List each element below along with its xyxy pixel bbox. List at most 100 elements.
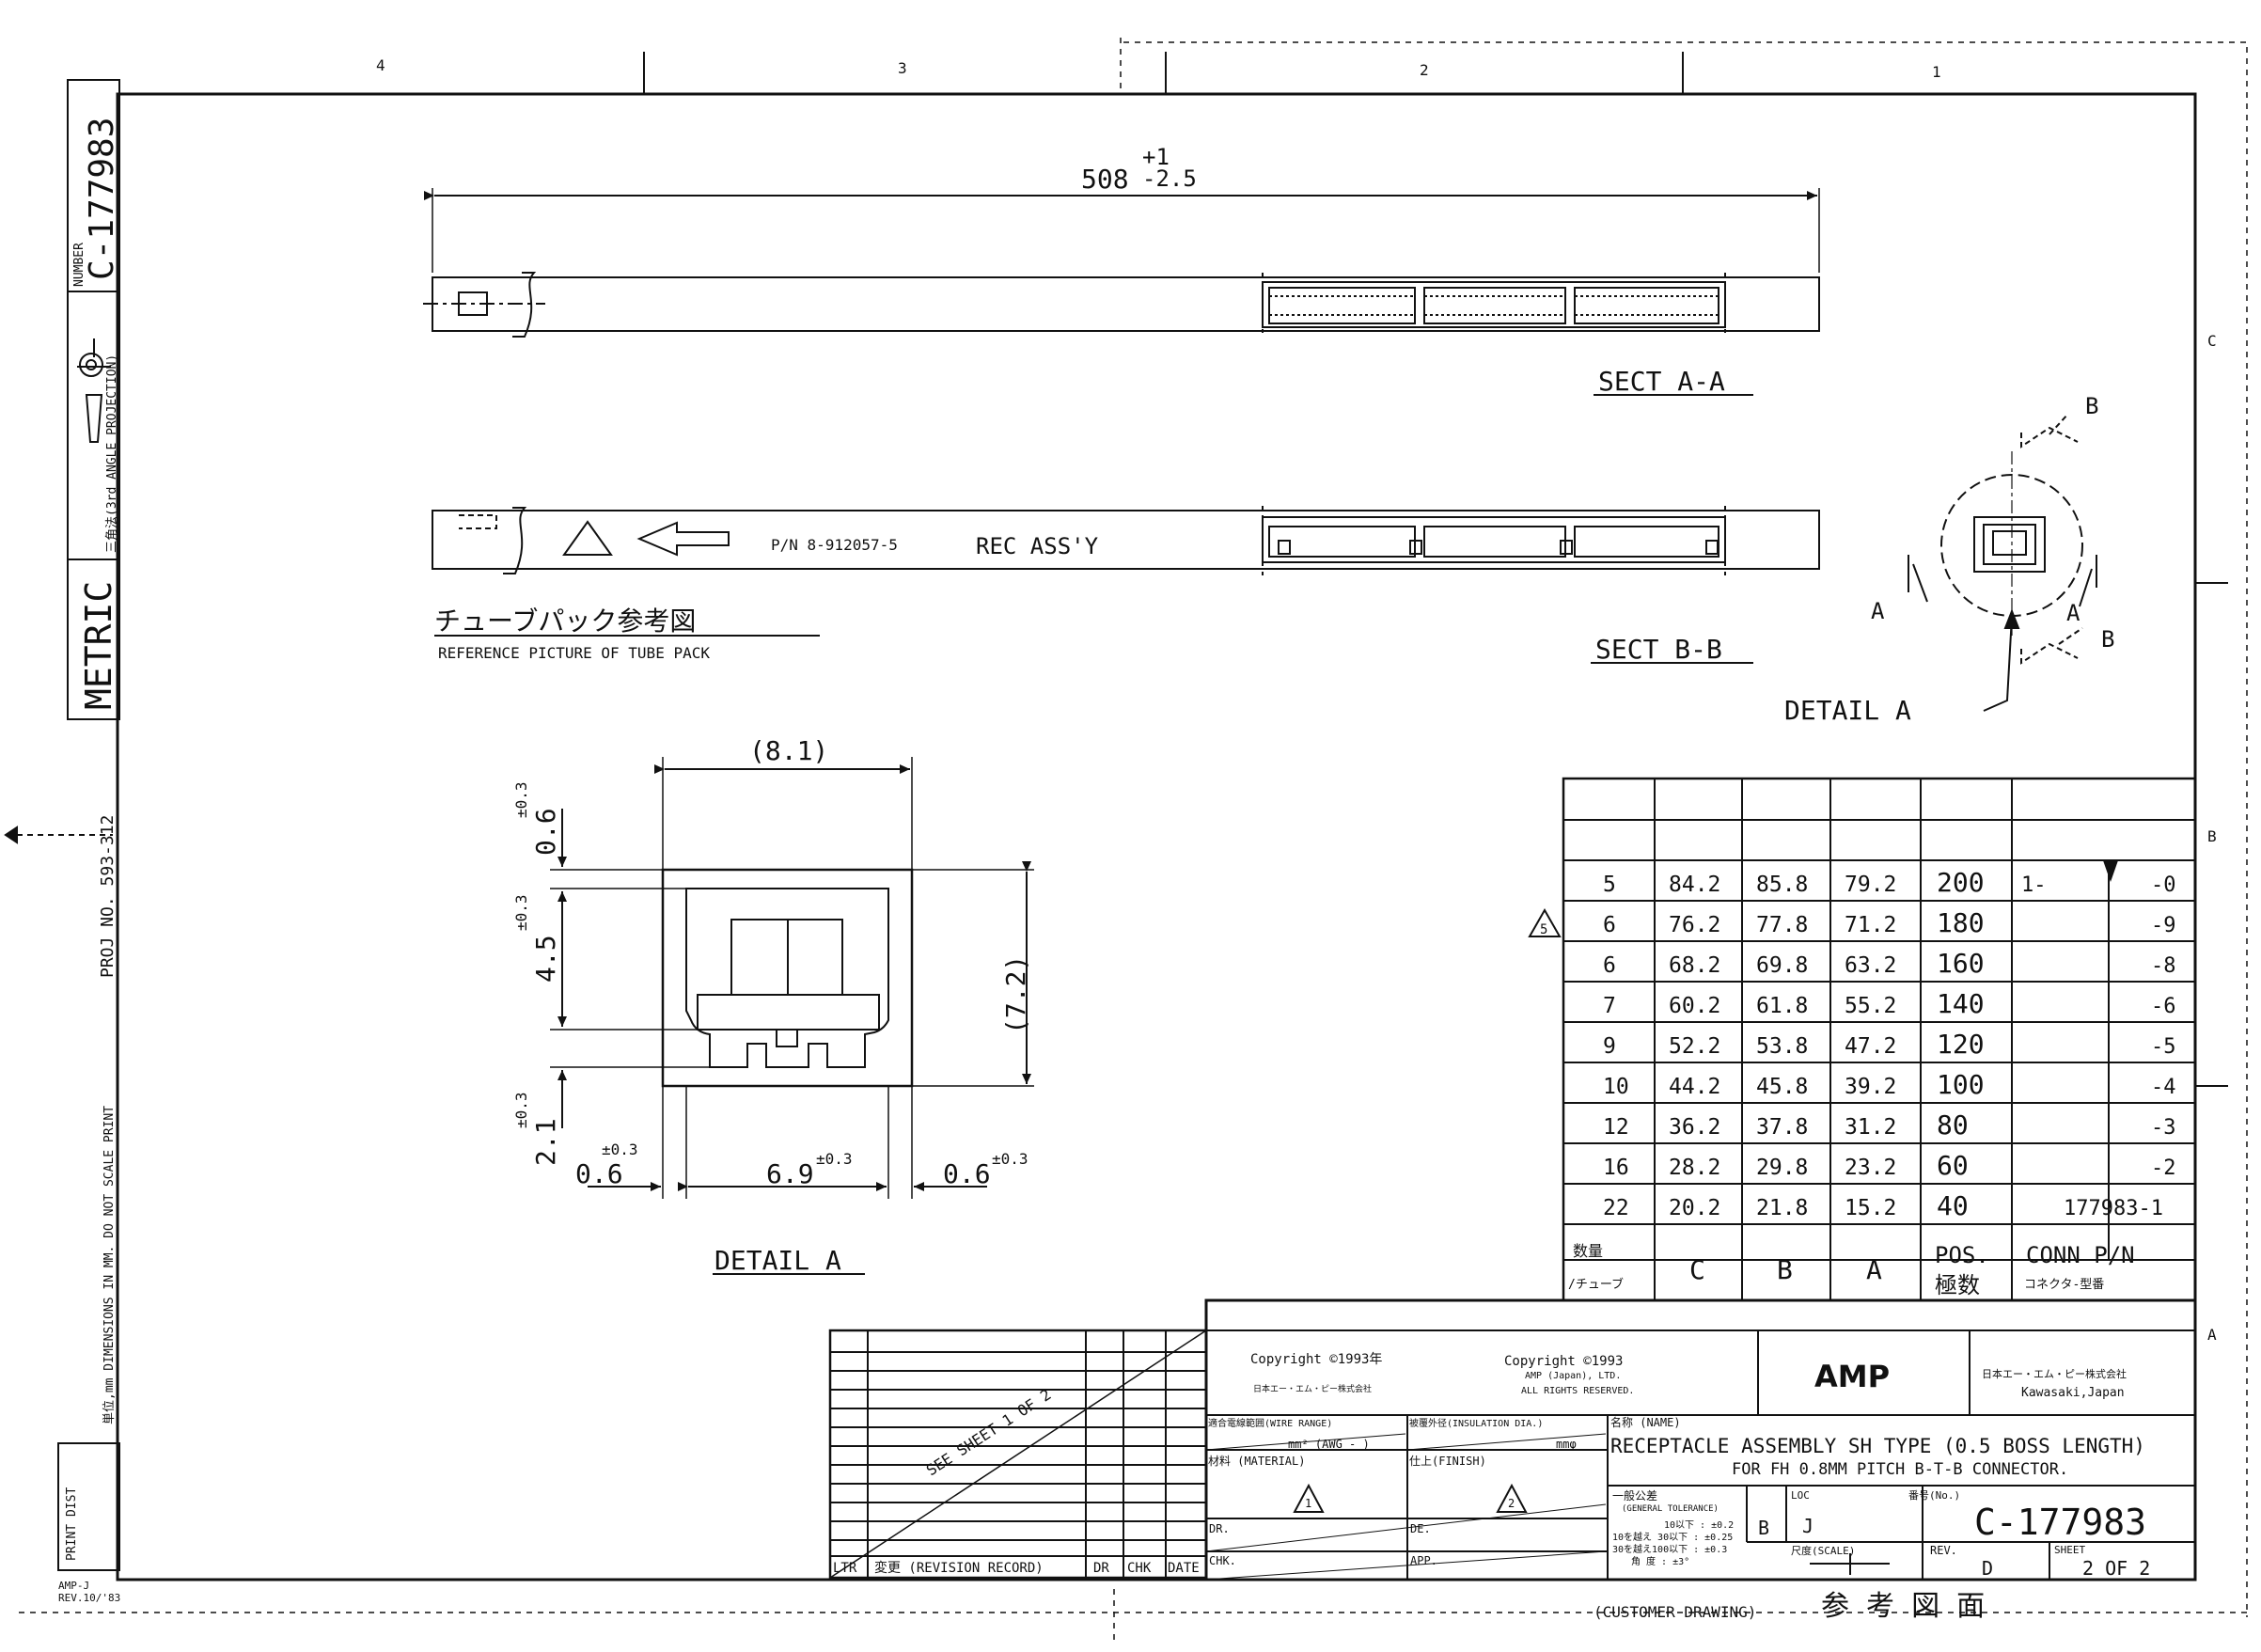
table-cell-b: 69.8 (1756, 953, 1808, 978)
table-head-c: C (1689, 1254, 1705, 1285)
trim-line-top (1123, 41, 2248, 1617)
copyright-2-company: AMP (Japan), LTD. (1525, 1371, 1621, 1381)
dim-height-value: (7.2) (1000, 955, 1031, 1034)
table-cell-pos: 120 (1937, 1029, 1985, 1060)
table-cell-a: 15.2 (1845, 1196, 1896, 1220)
pos-table-grid (1528, 777, 2197, 1302)
scale-label: 尺度(SCALE) (1791, 1544, 1855, 1557)
table-cell-b: 37.8 (1756, 1115, 1808, 1140)
detail-small-title: DETAIL A (1784, 695, 1911, 726)
drawing-frame (116, 92, 2197, 1581)
tube-ref-en: REFERENCE PICTURE OF TUBE PACK (438, 644, 710, 662)
table-cell-c: 76.2 (1669, 913, 1720, 937)
side-metric: METRIC (78, 581, 119, 710)
table-head-a: A (1866, 1254, 1882, 1285)
material-label: 材料 (MATERIAL) (1208, 1455, 1305, 1468)
detail-small-b-bottom: B (2101, 626, 2114, 653)
side-print-dist-box (57, 1442, 120, 1571)
de-label: DE. (1410, 1522, 1431, 1535)
copyright-2-rights: ALL RIGHTS RESERVED. (1521, 1386, 1634, 1396)
side-projection: 三角法(3rd ANGLE PROJECTION) (105, 354, 119, 553)
title-block-grid (1204, 1298, 2197, 1581)
detail-large-title: DETAIL A (714, 1245, 841, 1276)
table-cell-b: 61.8 (1756, 994, 1808, 1018)
revision-chk: CHK (1127, 1561, 1152, 1576)
dim-right-tol: ±0.3 (992, 1150, 1028, 1168)
table-cell-b: 21.8 (1756, 1196, 1808, 1220)
projection-circle-inner (86, 359, 97, 370)
tube-tol-minus: -2.5 (1142, 165, 1197, 192)
table-cell-conn-dash: -2 (2151, 1156, 2176, 1180)
sheet-size: B (1758, 1517, 1769, 1539)
table-cell-conn-dash: -3 (2151, 1116, 2176, 1140)
revision-date: DATE (1168, 1561, 1200, 1576)
table-cell-qty: 12 (1603, 1115, 1629, 1140)
table-cell-pos: 60 (1937, 1150, 1969, 1181)
table-cell-b: 29.8 (1756, 1156, 1808, 1180)
table-cell-b: 53.8 (1756, 1034, 1808, 1059)
table-cell-pos: 200 (1937, 867, 1985, 898)
side-arrow (4, 826, 18, 844)
table-cell-c: 68.2 (1669, 953, 1720, 978)
dim-gap-value: 0.6 (530, 808, 561, 856)
table-cell-qty: 7 (1603, 994, 1616, 1018)
table-cell-conn-dash: -9 (2151, 914, 2176, 937)
table-head-conn-jp: コネクタ-型番 (2024, 1278, 2104, 1292)
table-cell-qty: 6 (1603, 953, 1616, 978)
material-mark: 1 (1305, 1497, 1311, 1510)
side-drawing-number: C-177983 (83, 118, 121, 280)
reference-drawing-jp: 参 考 図 面 (1821, 1590, 1985, 1623)
table-cell-a: 55.2 (1845, 994, 1896, 1018)
table-cell-a: 79.2 (1845, 873, 1896, 897)
dr-label: DR. (1209, 1522, 1230, 1535)
tolerance-1: 10以下 : ±0.2 (1664, 1520, 1734, 1531)
zone-ticks (643, 52, 2228, 1087)
dim-height-ext (912, 869, 1034, 1087)
rev-label: REV. (1930, 1544, 1957, 1557)
table-cell-conn-prefix: 1- (2021, 873, 2047, 897)
tolerance-3: 30を越え100以下 : ±0.3 (1612, 1543, 1727, 1555)
app-label: APP. (1410, 1554, 1437, 1567)
table-cell-pos: 160 (1937, 948, 1985, 979)
table-cell-c: 52.2 (1669, 1034, 1720, 1059)
dim-mid-value: 4.5 (530, 935, 561, 983)
sect-bb-label: SECT B-B (1595, 634, 1722, 665)
tube-part-number: P/N 8-912057-5 (771, 536, 898, 554)
wire-range-unit: mm² (AWG - ) (1288, 1438, 1370, 1451)
rev-value: D (1982, 1557, 1993, 1580)
tube-section-bb (432, 506, 1820, 575)
zone-3: 3 (898, 59, 907, 77)
drawing-no-label: 番号(No.) (1908, 1489, 1960, 1502)
table-head-b: B (1777, 1254, 1793, 1285)
dim-right-value: 0.6 (943, 1158, 991, 1189)
side-scale-note: 単位,mm DIMENSIONS IN MM. DO NOT SCALE PRI… (102, 1106, 117, 1424)
wire-range-label: 適合電線範囲(WIRE RANGE) (1208, 1417, 1332, 1429)
tube-ref-jp: チューブパック参考図 (434, 606, 696, 637)
dim-vertical-ext (550, 869, 710, 1068)
table-cell-conn-dash: -4 (2151, 1076, 2176, 1099)
table-cell-pos: 80 (1937, 1109, 1969, 1141)
table-cell-b: 85.8 (1756, 873, 1808, 897)
part-name-line2: FOR FH 0.8MM PITCH B-T-B CONNECTOR. (1732, 1460, 2068, 1479)
table-cell-pos: 180 (1937, 907, 1985, 938)
table-cell-qty: 16 (1603, 1156, 1629, 1180)
part-name-line1: RECEPTACLE ASSEMBLY SH TYPE (0.5 BOSS LE… (1610, 1435, 2145, 1457)
sheet-value: 2 OF 2 (2082, 1557, 2150, 1580)
table-cell-qty: 9 (1603, 1034, 1616, 1059)
row-b: B (2207, 827, 2217, 845)
table-head-qty-sub: /チューブ (1568, 1277, 1624, 1292)
sheet-label: SHEET (2054, 1544, 2085, 1556)
side-metric-box (67, 559, 120, 720)
table-cell-qty: 22 (1603, 1196, 1629, 1220)
table-cell-conn-dash: -0 (2151, 873, 2176, 897)
amp-logo: AMP (1814, 1359, 1890, 1394)
revision-dr: DR (1093, 1561, 1109, 1576)
row-c: C (2207, 332, 2217, 350)
projection-circle (79, 353, 103, 377)
tolerance-2: 10を越え 30以下 : ±0.25 (1612, 1531, 1733, 1543)
table-cell-conn-prefix: 177983-1 (2064, 1197, 2163, 1220)
sect-aa-label: SECT A-A (1598, 366, 1725, 397)
table-cell-pos: 100 (1937, 1069, 1985, 1100)
